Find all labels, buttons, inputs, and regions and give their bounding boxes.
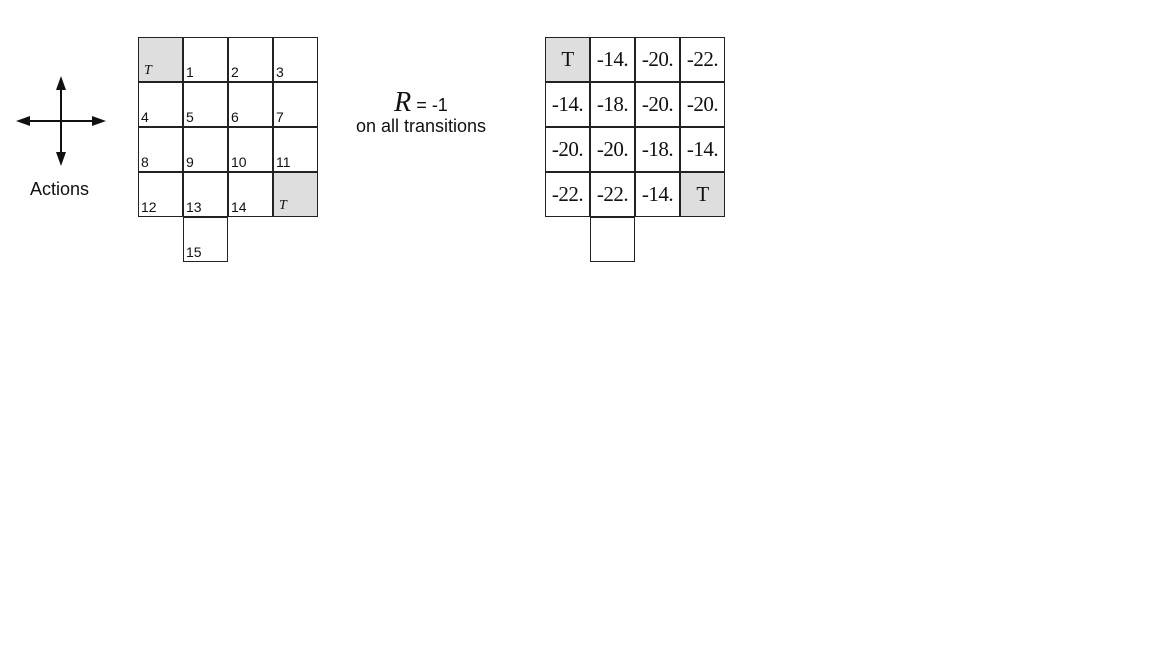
reward-annotation: R = -1 on all transitions: [346, 89, 496, 137]
terminal-cell: T: [273, 172, 318, 217]
actions-arrows-icon: [16, 76, 106, 166]
value-label: -22.: [686, 47, 719, 71]
state-label: T: [144, 63, 152, 78]
grid-cell: -14.: [590, 37, 635, 82]
reward-equals: =: [416, 95, 427, 115]
actions-label: Actions: [30, 179, 90, 199]
value-label: -20.: [596, 137, 629, 161]
grid-cell: -20.: [680, 82, 725, 127]
grid-cell: 11: [273, 127, 318, 172]
value-label: -14.: [641, 182, 674, 206]
reward-symbol: R: [394, 87, 412, 118]
value-label: -20.: [641, 47, 674, 71]
value-label: -18.: [596, 92, 629, 116]
value-label: -20.: [641, 92, 674, 116]
state-label: 8: [141, 154, 149, 170]
value-label: -20.: [686, 92, 719, 116]
grid-cell: 1: [183, 37, 228, 82]
value-label: -22.: [551, 182, 584, 206]
grid-cell: -20.: [590, 127, 635, 172]
grid-cell: 7: [273, 82, 318, 127]
grid-cell: -18.: [590, 82, 635, 127]
value-label: -14.: [551, 92, 584, 116]
state-label: 6: [231, 109, 239, 125]
grid-cell: -20.: [635, 37, 680, 82]
state-label: T: [279, 198, 287, 213]
extra-cell: [590, 217, 635, 262]
state-label: 14: [231, 199, 247, 215]
grid-cell: 9: [183, 127, 228, 172]
grid-cell: 10: [228, 127, 273, 172]
state-label: 7: [276, 109, 284, 125]
grid-cell: 14: [228, 172, 273, 217]
grid-cell: 3: [273, 37, 318, 82]
grid-cell: -20.: [545, 127, 590, 172]
grid-cell: 5: [183, 82, 228, 127]
state-label: 15: [186, 244, 202, 260]
grid-cell: -22.: [590, 172, 635, 217]
terminal-cell: T: [545, 37, 590, 82]
state-label: 2: [231, 64, 239, 80]
grid-cell: 4: [138, 82, 183, 127]
state-label: 5: [186, 109, 194, 125]
state-label: 3: [276, 64, 284, 80]
grid-cell: 13: [183, 172, 228, 217]
grid-cell: 2: [228, 37, 273, 82]
grid-cell: 8: [138, 127, 183, 172]
grid-cell: -14.: [680, 127, 725, 172]
grid-cell: -14.: [545, 82, 590, 127]
grid-cell: -22.: [680, 37, 725, 82]
terminal-cell: T: [138, 37, 183, 82]
value-label: T: [696, 182, 709, 206]
state-label: 11: [276, 154, 291, 170]
value-label: -14.: [596, 47, 629, 71]
value-label: -18.: [641, 137, 674, 161]
grid-cell: -18.: [635, 127, 680, 172]
terminal-cell: T: [680, 172, 725, 217]
reward-caption: on all transitions: [355, 116, 487, 136]
reward-value: -1: [431, 95, 448, 115]
value-label: T: [561, 47, 574, 71]
grid-cell: 12: [138, 172, 183, 217]
state-label: 9: [186, 154, 194, 170]
value-label: -20.: [551, 137, 584, 161]
grid-cell: -14.: [635, 172, 680, 217]
state-label: 10: [231, 154, 247, 170]
value-label: [591, 218, 634, 261]
state-label: 12: [141, 199, 157, 215]
value-label: -22.: [596, 182, 629, 206]
extra-cell: 15: [183, 217, 228, 262]
grid-cell: -22.: [545, 172, 590, 217]
grid-cell: 6: [228, 82, 273, 127]
value-label: -14.: [686, 137, 719, 161]
state-label: 4: [141, 109, 149, 125]
state-label: 13: [186, 199, 202, 215]
state-label: 1: [186, 64, 194, 80]
grid-cell: -20.: [635, 82, 680, 127]
